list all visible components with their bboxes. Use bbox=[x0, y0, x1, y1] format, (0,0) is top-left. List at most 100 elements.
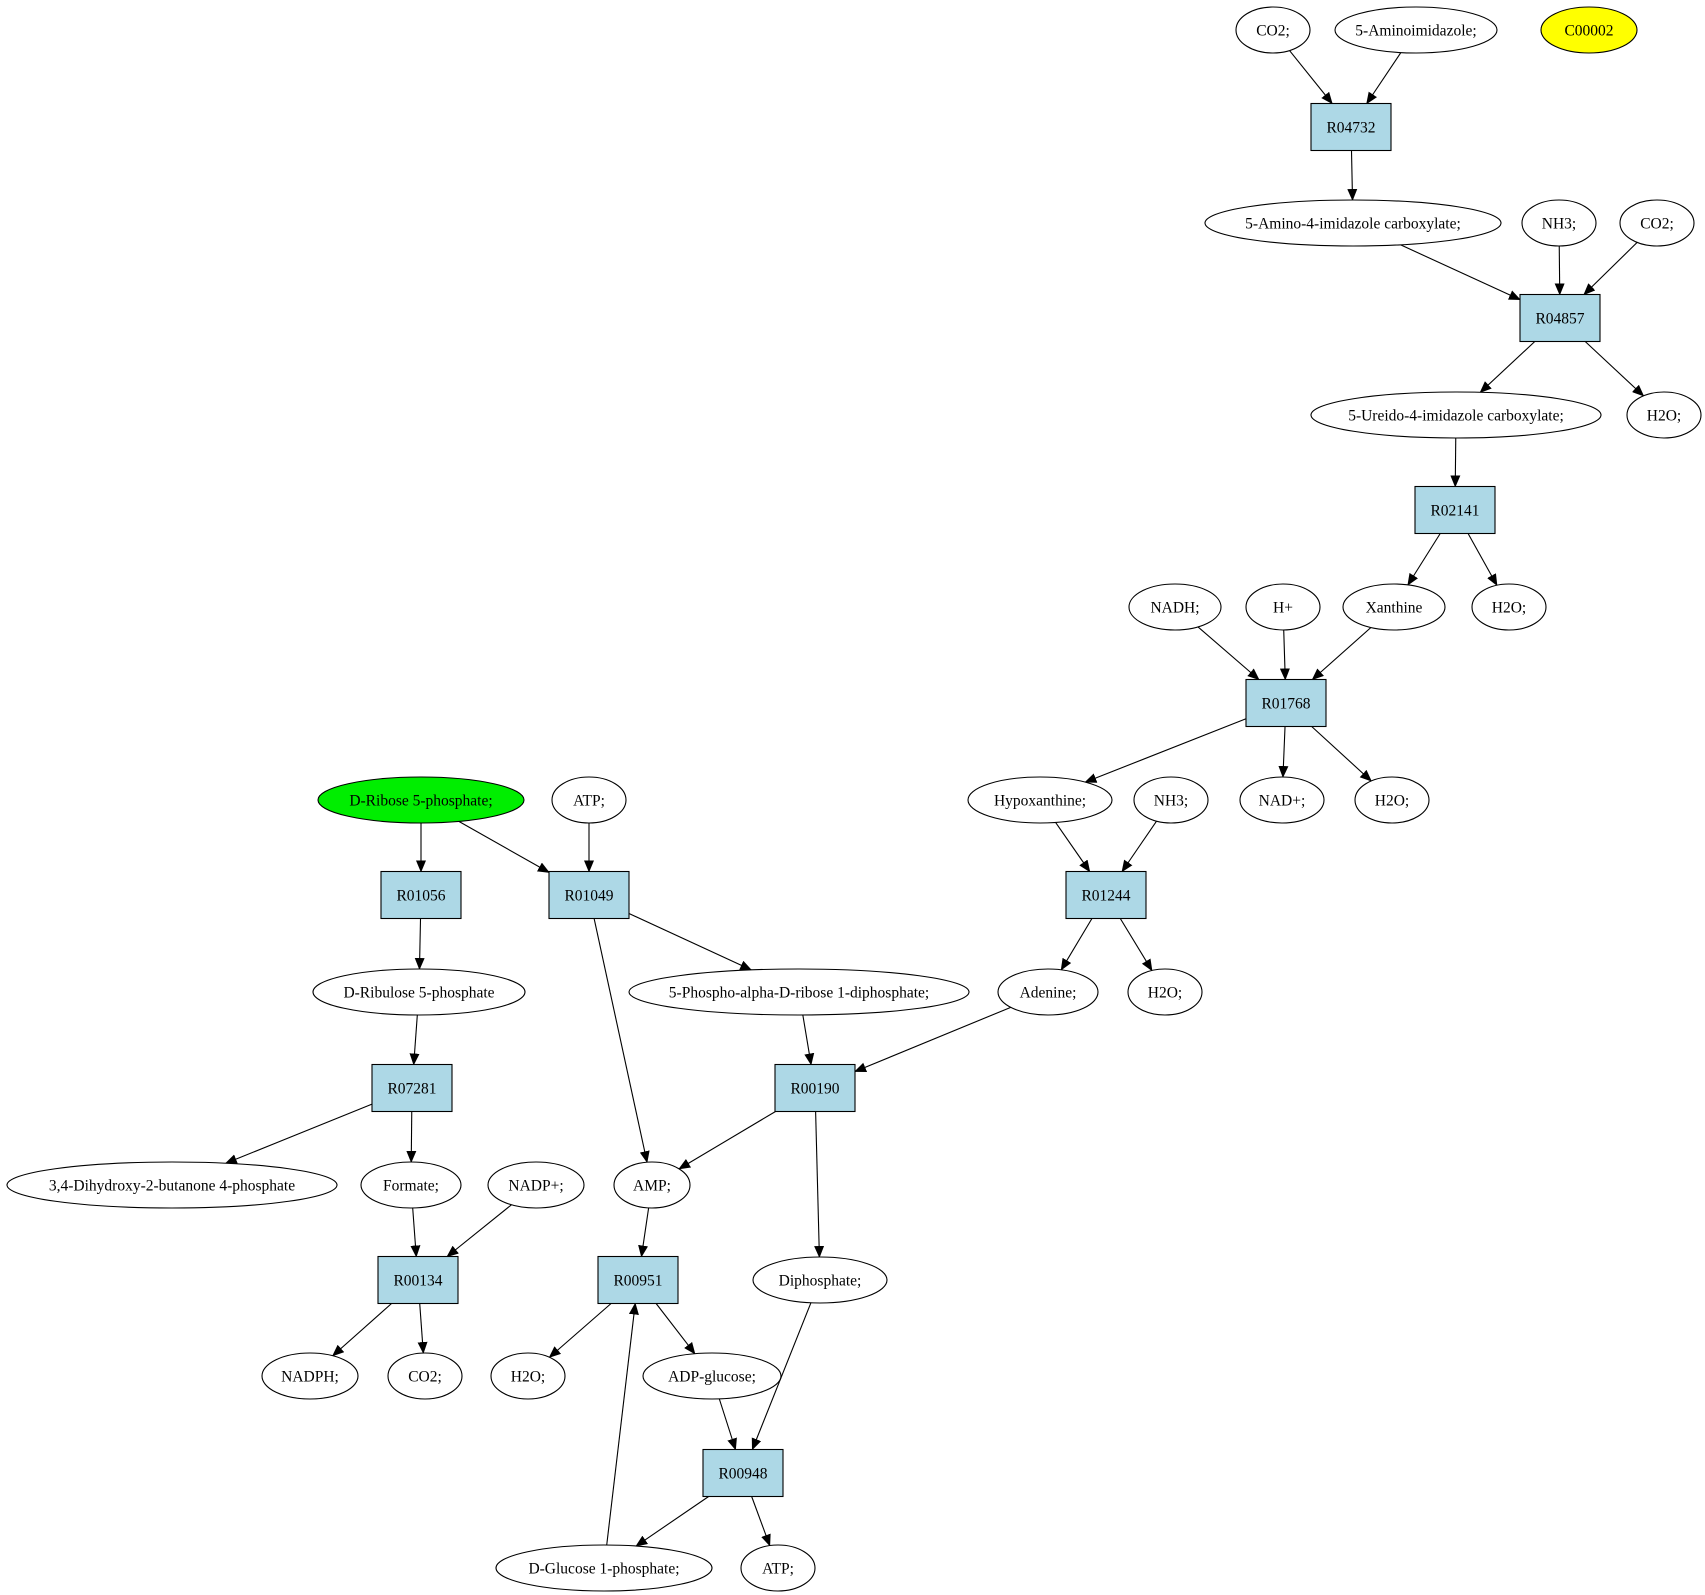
node-label: H2O; bbox=[511, 1369, 545, 1386]
reaction-node-r01056[interactable]: R01056 bbox=[380, 870, 462, 920]
edge-amp-to-r00951 bbox=[638, 1207, 650, 1258]
reaction-node-r02141[interactable]: R02141 bbox=[1414, 485, 1496, 535]
edge-r00190-to-diphosphate bbox=[814, 1111, 825, 1259]
compound-node-nadpplus[interactable]: NADP+; bbox=[487, 1161, 585, 1209]
compound-node-aminoimidazole[interactable]: 5-Aminoimidazole; bbox=[1334, 6, 1498, 54]
compound-node-ribulose5p[interactable]: D-Ribulose 5-phosphate bbox=[312, 968, 526, 1016]
edge-r07281-to-dhbp bbox=[224, 1103, 373, 1164]
edge-ribulose5p-to-r07281 bbox=[409, 1014, 420, 1066]
node-label: C00002 bbox=[1564, 23, 1613, 40]
compound-node-prpp[interactable]: 5-Phospho-alpha-D-ribose 1-diphosphate; bbox=[628, 968, 970, 1016]
compound-node-nadplus[interactable]: NAD+; bbox=[1239, 776, 1325, 824]
compound-node-nadph[interactable]: NADPH; bbox=[261, 1352, 359, 1400]
node-label: H2O; bbox=[1647, 408, 1681, 425]
compound-node-adpglucose[interactable]: ADP-glucose; bbox=[642, 1352, 782, 1400]
edge-r01244-to-h2o-d bbox=[1119, 918, 1153, 972]
reaction-node-r00948[interactable]: R00948 bbox=[702, 1448, 784, 1498]
reaction-node-r01049[interactable]: R01049 bbox=[548, 870, 630, 920]
compound-ellipse bbox=[1471, 583, 1547, 631]
compound-node-h2o-c[interactable]: H2O; bbox=[1354, 776, 1430, 824]
compound-ellipse bbox=[642, 1352, 782, 1400]
compound-node-aica[interactable]: 5-Amino-4-imidazole carboxylate; bbox=[1204, 199, 1502, 247]
edge-co2-a-to-r04732 bbox=[1289, 50, 1333, 105]
reaction-node-r04857[interactable]: R04857 bbox=[1519, 293, 1601, 343]
reaction-box bbox=[1414, 485, 1496, 535]
reaction-box bbox=[774, 1063, 856, 1113]
compound-node-atp-b[interactable]: ATP; bbox=[740, 1544, 816, 1592]
compound-node-xanthine[interactable]: Xanthine bbox=[1342, 583, 1446, 631]
node-label: R01244 bbox=[1081, 888, 1130, 905]
reaction-box bbox=[1065, 870, 1147, 920]
reaction-node-r00951[interactable]: R00951 bbox=[597, 1255, 679, 1305]
node-label: 5-Phospho-alpha-D-ribose 1-diphosphate; bbox=[669, 985, 929, 1002]
compound-node-amp[interactable]: AMP; bbox=[613, 1161, 691, 1209]
reaction-node-r04732[interactable]: R04732 bbox=[1310, 102, 1392, 152]
compound-ellipse bbox=[1239, 776, 1325, 824]
edge-prpp-to-r00190 bbox=[802, 1014, 815, 1066]
node-label: H2O; bbox=[1492, 600, 1526, 617]
compound-ellipse bbox=[1245, 583, 1321, 631]
compound-node-co2-a[interactable]: CO2; bbox=[1235, 6, 1311, 54]
compound-node-h2o-b[interactable]: H2O; bbox=[1471, 583, 1547, 631]
compound-node-glucose1p[interactable]: D-Glucose 1-phosphate; bbox=[495, 1544, 713, 1592]
edge-nadh-to-r01768 bbox=[1197, 626, 1260, 681]
edge-r02141-to-xanthine bbox=[1407, 533, 1441, 586]
node-label: R00951 bbox=[613, 1273, 662, 1290]
reaction-node-r00190[interactable]: R00190 bbox=[774, 1063, 856, 1113]
edge-r01768-to-nadplus bbox=[1278, 726, 1289, 779]
edge-r04857-to-uica bbox=[1479, 341, 1536, 394]
edge-hypoxanthine-to-r01244 bbox=[1055, 822, 1091, 873]
compound-node-adenine[interactable]: Adenine; bbox=[997, 968, 1099, 1016]
compound-ellipse bbox=[1540, 6, 1638, 54]
compound-node-co2-b[interactable]: CO2; bbox=[1619, 199, 1695, 247]
edge-aica-to-r04857 bbox=[1400, 244, 1521, 301]
node-label: R00948 bbox=[718, 1466, 767, 1483]
node-label: Diphosphate; bbox=[779, 1273, 862, 1290]
edge-r00951-to-h2o-e bbox=[548, 1303, 612, 1358]
edge-r00951-to-adpglucose bbox=[655, 1303, 696, 1355]
compound-node-ribose5p[interactable]: D-Ribose 5-phosphate; bbox=[317, 776, 525, 824]
edges-layer bbox=[224, 50, 1645, 1547]
compound-ellipse bbox=[1342, 583, 1446, 631]
edge-ribose5p-to-r01049 bbox=[458, 820, 550, 873]
reaction-node-r07281[interactable]: R07281 bbox=[371, 1063, 453, 1113]
compound-ellipse bbox=[1235, 6, 1311, 54]
compound-node-nh3-a[interactable]: NH3; bbox=[1521, 199, 1597, 247]
compound-node-diphosphate[interactable]: Diphosphate; bbox=[752, 1256, 888, 1304]
compound-node-dhbp[interactable]: 3,4-Dihydroxy-2-butanone 4-phosphate bbox=[6, 1161, 338, 1209]
node-label: H+ bbox=[1273, 600, 1293, 617]
reaction-box bbox=[548, 870, 630, 920]
node-label: NADH; bbox=[1150, 600, 1199, 617]
compound-node-co2-c[interactable]: CO2; bbox=[387, 1352, 463, 1400]
reaction-node-r01768[interactable]: R01768 bbox=[1245, 678, 1327, 728]
compound-ellipse bbox=[1521, 199, 1597, 247]
compound-ellipse bbox=[487, 1161, 585, 1209]
compound-node-h2o-e[interactable]: H2O; bbox=[490, 1352, 566, 1400]
compound-node-h2o-a[interactable]: H2O; bbox=[1626, 391, 1702, 439]
compound-node-nh3-b[interactable]: NH3; bbox=[1133, 776, 1209, 824]
node-label: CO2; bbox=[1256, 23, 1290, 40]
compound-node-hplus[interactable]: H+ bbox=[1245, 583, 1321, 631]
reaction-node-r01244[interactable]: R01244 bbox=[1065, 870, 1147, 920]
compound-node-h2o-d[interactable]: H2O; bbox=[1127, 968, 1203, 1016]
node-label: ATP; bbox=[573, 793, 605, 810]
edge-nadpplus-to-r00134 bbox=[446, 1204, 512, 1258]
node-label: R01049 bbox=[564, 888, 613, 905]
compound-node-formate[interactable]: Formate; bbox=[360, 1161, 462, 1209]
edge-r02141-to-h2o-b bbox=[1467, 533, 1498, 587]
edge-diphosphate-to-r00948 bbox=[751, 1302, 812, 1451]
edge-r00134-to-nadph bbox=[332, 1303, 392, 1357]
node-label: NADPH; bbox=[281, 1369, 339, 1386]
reaction-node-r00134[interactable]: R00134 bbox=[377, 1255, 459, 1305]
edge-nh3-a-to-r04857 bbox=[1554, 245, 1565, 296]
compound-ellipse bbox=[1204, 199, 1502, 247]
compound-node-hypoxanthine[interactable]: Hypoxanthine; bbox=[967, 776, 1113, 824]
node-label: NH3; bbox=[1542, 216, 1576, 233]
compound-node-atp-a[interactable]: ATP; bbox=[551, 776, 627, 824]
node-label: ATP; bbox=[762, 1561, 794, 1578]
compound-node-uica[interactable]: 5-Ureido-4-imidazole carboxylate; bbox=[1310, 391, 1602, 439]
compound-node-nadh[interactable]: NADH; bbox=[1128, 583, 1222, 631]
compound-node-c00002[interactable]: C00002 bbox=[1540, 6, 1638, 54]
node-label: NAD+; bbox=[1259, 793, 1306, 810]
